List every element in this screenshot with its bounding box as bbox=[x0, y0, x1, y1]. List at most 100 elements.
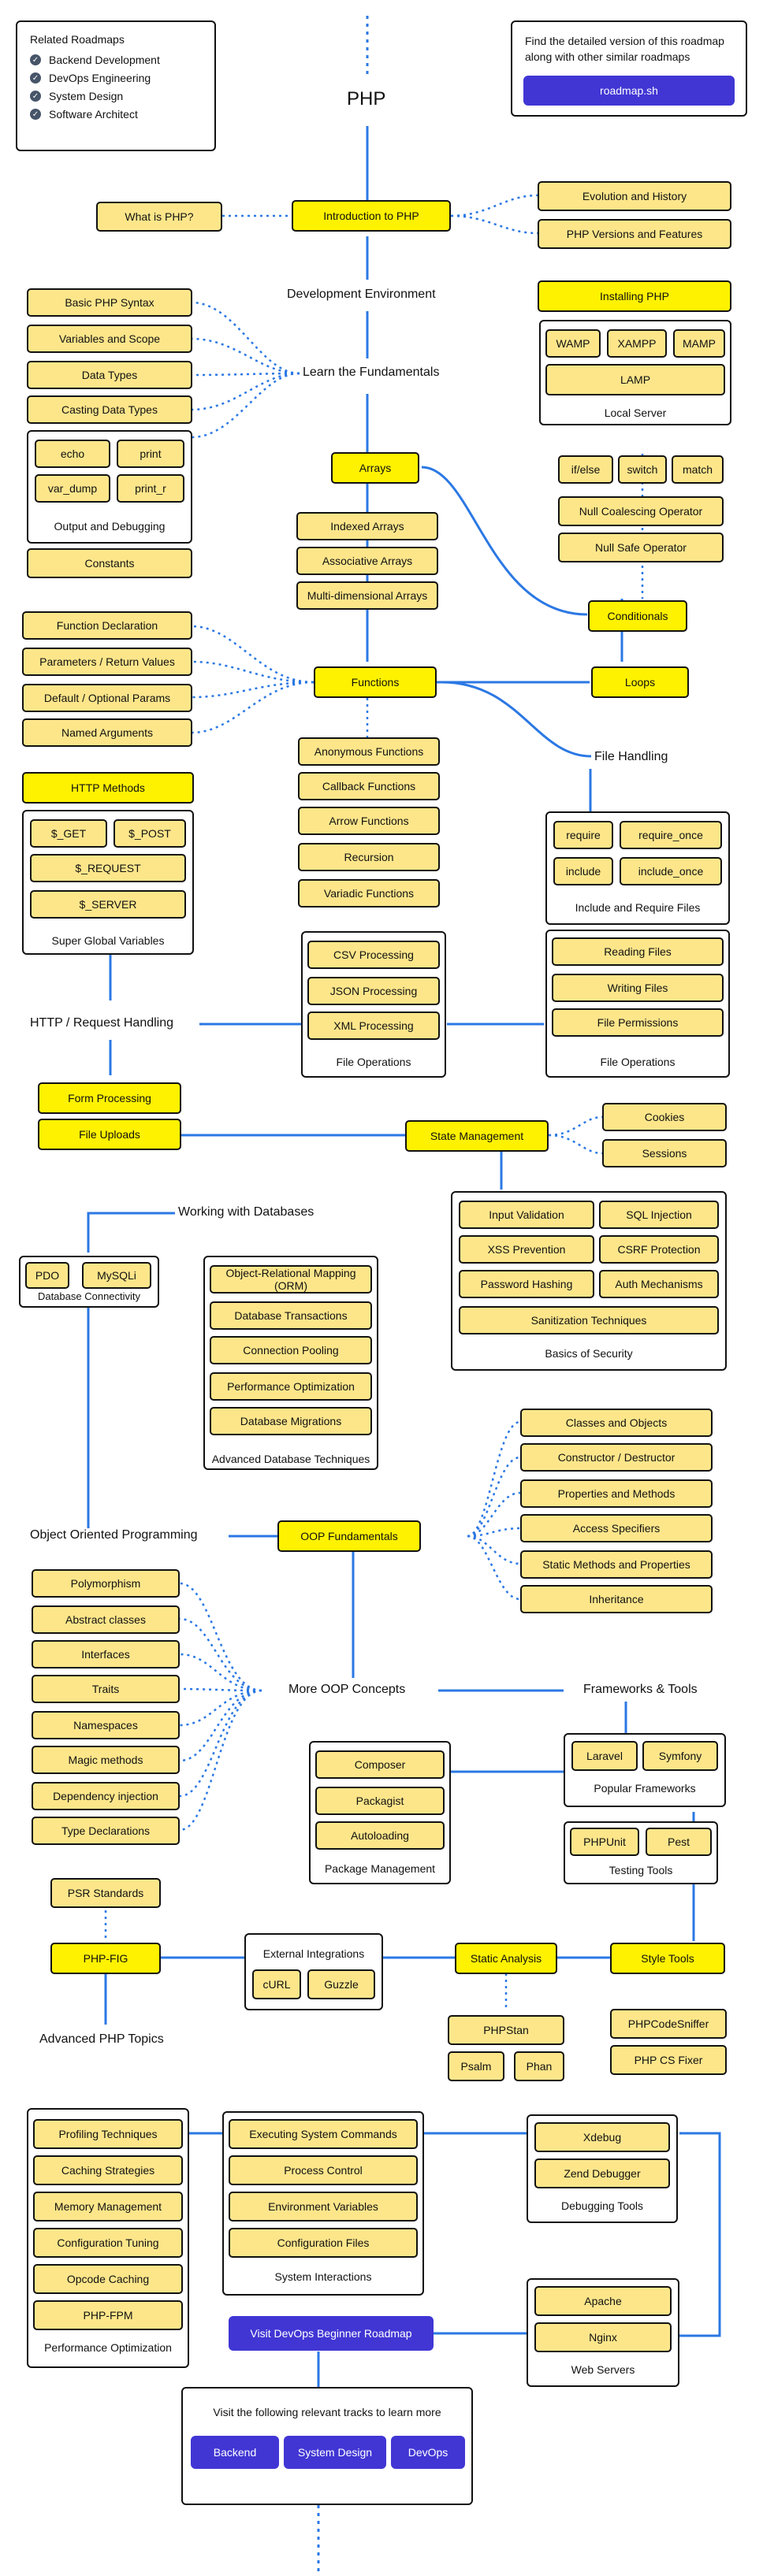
topic-sql-injection[interactable]: SQL Injection bbox=[599, 1201, 719, 1229]
topic-guzzle[interactable]: Guzzle bbox=[307, 1969, 375, 1999]
topic-opcode-caching[interactable]: Opcode Caching bbox=[33, 2264, 183, 2294]
topic-curl[interactable]: cURL bbox=[252, 1969, 301, 1999]
topic-xss-prevention[interactable]: XSS Prevention bbox=[459, 1235, 594, 1264]
topic-get[interactable]: $_GET bbox=[30, 819, 107, 848]
topic-sanitization[interactable]: Sanitization Techniques bbox=[459, 1306, 719, 1334]
topic-php-fig[interactable]: PHP-FIG bbox=[50, 1943, 161, 1974]
topic-db-transactions[interactable]: Database Transactions bbox=[210, 1301, 372, 1330]
topic-require-once[interactable]: require_once bbox=[620, 821, 722, 849]
footer-button-system-design[interactable]: System Design bbox=[284, 2436, 386, 2469]
topic-access-specifiers[interactable]: Access Specifiers bbox=[520, 1514, 713, 1542]
topic-variables[interactable]: Variables and Scope bbox=[27, 325, 192, 353]
topic-process-control[interactable]: Process Control bbox=[229, 2155, 418, 2185]
topic-config-tuning[interactable]: Configuration Tuning bbox=[33, 2228, 183, 2258]
related-roadmap-link[interactable]: ✓Software Architect bbox=[30, 108, 202, 121]
topic-wamp[interactable]: WAMP bbox=[545, 329, 601, 358]
topic-type-declarations[interactable]: Type Declarations bbox=[32, 1817, 180, 1845]
topic-namespaces[interactable]: Namespaces bbox=[32, 1711, 180, 1739]
topic-state-management[interactable]: State Management bbox=[405, 1120, 549, 1152]
topic-caching[interactable]: Caching Strategies bbox=[33, 2155, 183, 2185]
topic-xampp[interactable]: XAMPP bbox=[607, 329, 667, 358]
topic-magic-methods[interactable]: Magic methods bbox=[32, 1746, 180, 1774]
topic-symfony[interactable]: Symfony bbox=[642, 1741, 718, 1771]
topic-mysqli[interactable]: MySQLi bbox=[82, 1262, 151, 1289]
topic-polymorphism[interactable]: Polymorphism bbox=[32, 1569, 180, 1598]
topic-php-cs-fixer[interactable]: PHP CS Fixer bbox=[610, 2045, 727, 2075]
related-roadmap-link[interactable]: ✓Backend Development bbox=[30, 54, 202, 66]
related-roadmap-link[interactable]: ✓DevOps Engineering bbox=[30, 72, 202, 84]
topic-config-files[interactable]: Configuration Files bbox=[229, 2228, 418, 2258]
topic-lamp[interactable]: LAMP bbox=[545, 364, 725, 395]
topic-classes-objects[interactable]: Classes and Objects bbox=[520, 1409, 713, 1437]
topic-conditionals[interactable]: Conditionals bbox=[588, 600, 687, 632]
topic-orm[interactable]: Object-Relational Mapping (ORM) bbox=[210, 1265, 372, 1294]
topic-named-arguments[interactable]: Named Arguments bbox=[22, 718, 192, 747]
topic-packagist[interactable]: Packagist bbox=[315, 1787, 445, 1815]
topic-memory[interactable]: Memory Management bbox=[33, 2192, 183, 2222]
topic-print-r[interactable]: print_r bbox=[117, 474, 184, 503]
topic-introduction[interactable]: Introduction to PHP bbox=[292, 200, 451, 232]
topic-constants[interactable]: Constants bbox=[27, 548, 192, 578]
footer-button-backend[interactable]: Backend bbox=[191, 2436, 279, 2469]
topic-anonymous-functions[interactable]: Anonymous Functions bbox=[298, 737, 440, 766]
topic-match[interactable]: match bbox=[672, 455, 724, 484]
topic-phpstan[interactable]: PHPStan bbox=[448, 2015, 564, 2045]
topic-properties-methods[interactable]: Properties and Methods bbox=[520, 1479, 713, 1508]
topic-db-migrations[interactable]: Database Migrations bbox=[210, 1407, 372, 1435]
topic-laravel[interactable]: Laravel bbox=[571, 1741, 638, 1771]
topic-casting[interactable]: Casting Data Types bbox=[27, 395, 192, 424]
footer-button-devops[interactable]: DevOps bbox=[391, 2436, 465, 2469]
topic-echo[interactable]: echo bbox=[35, 440, 110, 468]
topic-functions[interactable]: Functions bbox=[314, 666, 437, 698]
topic-autoloading[interactable]: Autoloading bbox=[315, 1821, 445, 1850]
topic-interfaces[interactable]: Interfaces bbox=[32, 1640, 180, 1668]
topic-if-else[interactable]: if/else bbox=[558, 455, 613, 484]
topic-switch[interactable]: switch bbox=[618, 455, 667, 484]
roadmap-sh-button[interactable]: roadmap.sh bbox=[523, 76, 735, 106]
topic-associative-arrays[interactable]: Associative Arrays bbox=[296, 547, 438, 575]
topic-nginx[interactable]: Nginx bbox=[534, 2322, 672, 2352]
topic-psalm[interactable]: Psalm bbox=[448, 2051, 504, 2081]
topic-arrays[interactable]: Arrays bbox=[331, 452, 419, 484]
topic-indexed-arrays[interactable]: Indexed Arrays bbox=[296, 512, 438, 540]
topic-xml-processing[interactable]: XML Processing bbox=[307, 1011, 440, 1040]
topic-sessions[interactable]: Sessions bbox=[602, 1139, 727, 1167]
topic-variadic-functions[interactable]: Variadic Functions bbox=[298, 879, 440, 908]
topic-arrow-functions[interactable]: Arrow Functions bbox=[298, 807, 440, 835]
topic-request[interactable]: $_REQUEST bbox=[30, 854, 186, 882]
topic-style-tools[interactable]: Style Tools bbox=[610, 1943, 725, 1974]
topic-loops[interactable]: Loops bbox=[591, 666, 689, 698]
topic-phpunit[interactable]: PHPUnit bbox=[570, 1828, 639, 1856]
topic-inheritance[interactable]: Inheritance bbox=[520, 1585, 713, 1613]
topic-writing-files[interactable]: Writing Files bbox=[552, 974, 724, 1002]
topic-env-vars[interactable]: Environment Variables bbox=[229, 2192, 418, 2222]
topic-null-safe[interactable]: Null Safe Operator bbox=[558, 533, 724, 562]
topic-what-is-php[interactable]: What is PHP? bbox=[96, 202, 222, 232]
topic-require[interactable]: require bbox=[553, 821, 613, 849]
topic-reading-files[interactable]: Reading Files bbox=[552, 937, 724, 966]
topic-performance-optimization-db[interactable]: Performance Optimization bbox=[210, 1372, 372, 1401]
topic-apache[interactable]: Apache bbox=[534, 2286, 672, 2316]
topic-csv-processing[interactable]: CSV Processing bbox=[307, 941, 440, 969]
topic-input-validation[interactable]: Input Validation bbox=[459, 1201, 594, 1229]
topic-xdebug[interactable]: Xdebug bbox=[534, 2122, 670, 2152]
topic-var-dump[interactable]: var_dump bbox=[35, 474, 110, 503]
topic-profiling[interactable]: Profiling Techniques bbox=[33, 2119, 183, 2149]
topic-csrf-protection[interactable]: CSRF Protection bbox=[599, 1235, 719, 1264]
topic-abstract-classes[interactable]: Abstract classes bbox=[32, 1605, 180, 1634]
topic-include-once[interactable]: include_once bbox=[620, 857, 722, 885]
topic-constructor-destructor[interactable]: Constructor / Destructor bbox=[520, 1443, 713, 1472]
topic-callback-functions[interactable]: Callback Functions bbox=[298, 772, 440, 800]
topic-zend-debugger[interactable]: Zend Debugger bbox=[534, 2158, 670, 2188]
topic-function-declaration[interactable]: Function Declaration bbox=[22, 611, 192, 640]
topic-json-processing[interactable]: JSON Processing bbox=[307, 977, 440, 1005]
topic-file-permissions[interactable]: File Permissions bbox=[552, 1008, 724, 1037]
topic-connection-pooling[interactable]: Connection Pooling bbox=[210, 1336, 372, 1364]
topic-post[interactable]: $_POST bbox=[114, 819, 186, 848]
topic-basic-syntax[interactable]: Basic PHP Syntax bbox=[27, 288, 192, 317]
topic-oop-fundamentals[interactable]: OOP Fundamentals bbox=[277, 1520, 421, 1552]
topic-php-fpm[interactable]: PHP-FPM bbox=[33, 2300, 183, 2330]
topic-parameters[interactable]: Parameters / Return Values bbox=[22, 648, 192, 676]
topic-exec-commands[interactable]: Executing System Commands bbox=[229, 2119, 418, 2149]
topic-pdo[interactable]: PDO bbox=[25, 1262, 69, 1289]
